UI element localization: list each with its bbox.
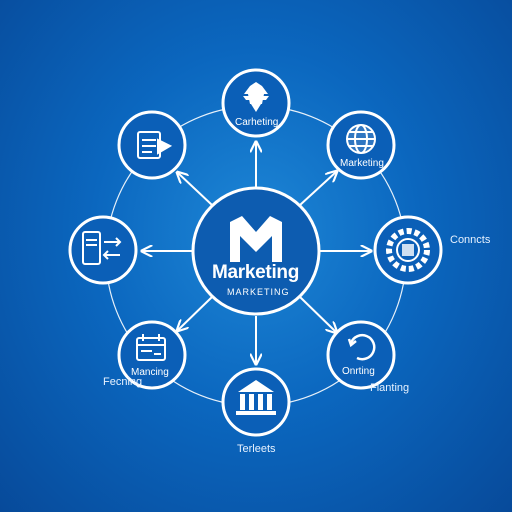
node-bottom-outer-label: Terleets [237,443,276,455]
arrow-bottom-left [178,296,213,330]
node-bottom-right-label: Onrting [342,366,375,377]
node-bottom-right [326,320,396,390]
calendar-icon [136,334,166,361]
node-right-outer-label: Conncts [450,234,491,246]
node-bottom-left-outer-label: Fecning [103,376,143,388]
m-logo-icon [230,216,282,262]
node-left [68,215,138,285]
node-top-right-label: Marketing [340,158,384,169]
center-node [191,186,321,316]
center-title: Marketing [212,262,300,283]
globe-icon [346,124,376,154]
cog-ring-icon [386,228,430,272]
connector-arrows [143,143,370,363]
bank-icon [236,380,276,415]
clipboard-arrow-icon [137,131,173,159]
center-subtitle: MARKETING [227,287,290,297]
arrow-bottom-right [299,296,336,332]
mobile-transfer-icon [82,231,122,265]
node-bottom-left-label: Mancing [131,367,169,378]
arrow-top-left [178,173,213,206]
node-bottom-right-outer-label: Fianting [370,382,410,394]
refresh-icon [347,333,376,361]
node-bottom-left [117,320,187,390]
arrow-top-right [299,172,336,206]
node-bottom [221,367,291,437]
node-top-label: Carheting [235,117,279,128]
rocket-icon [243,82,269,112]
